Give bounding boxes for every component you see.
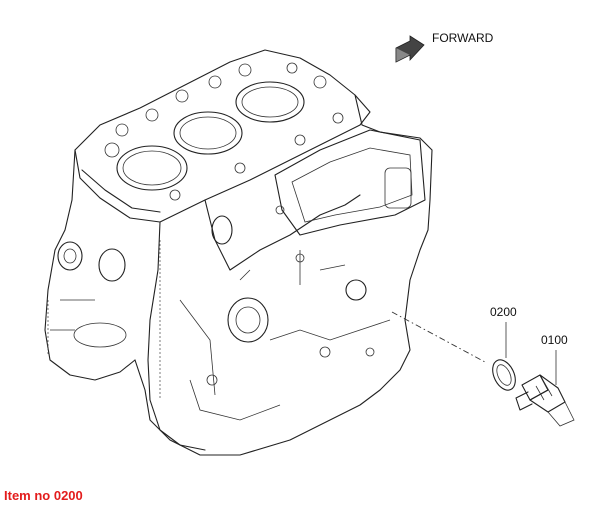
- forward-arrow-icon: [395, 35, 425, 63]
- washer-part: [492, 359, 516, 391]
- forward-direction-label: FORWARD: [432, 31, 494, 45]
- engine-block: [44, 49, 433, 456]
- part-callout-0100: 0100: [541, 333, 568, 347]
- assembly-leader-line: [391, 311, 486, 363]
- drain-plug-part: [515, 374, 575, 427]
- part-callout-0200: 0200: [490, 305, 517, 319]
- item-caption: Item no 0200: [4, 488, 83, 503]
